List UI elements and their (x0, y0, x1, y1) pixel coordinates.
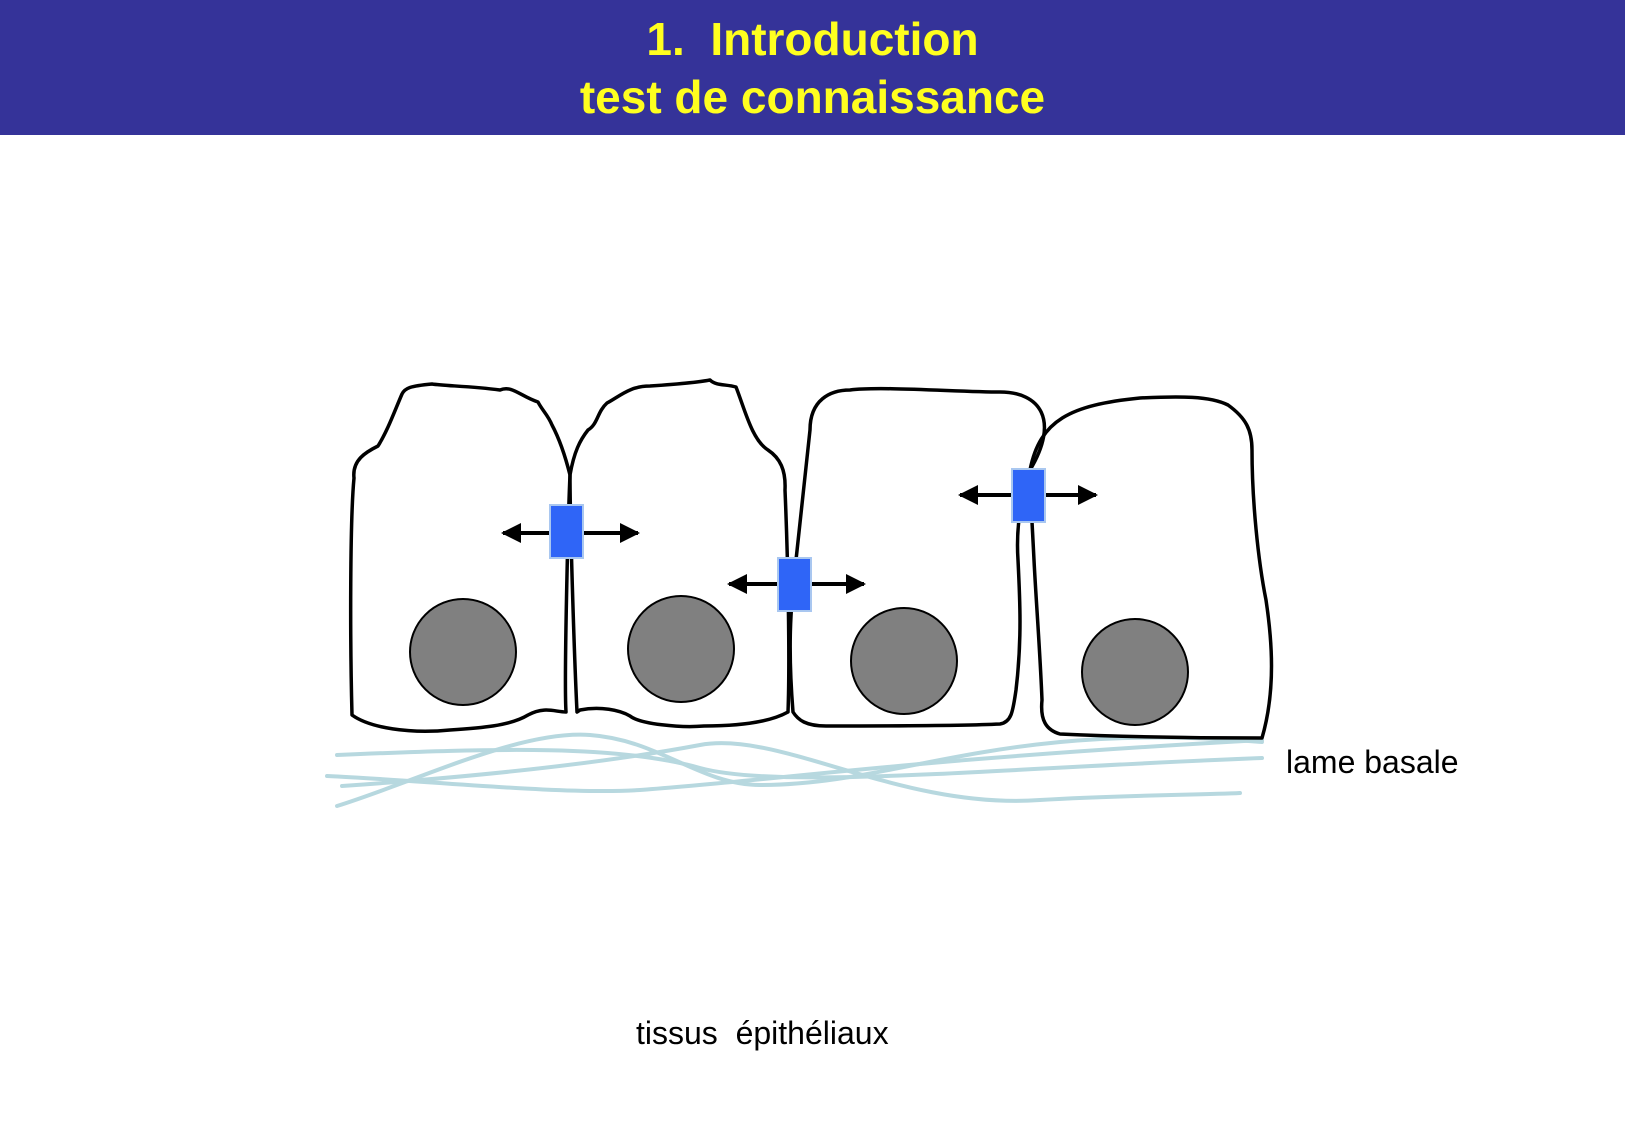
junction-3 (958, 468, 1098, 523)
nucleus (850, 607, 958, 715)
lamina-fiber (325, 738, 1264, 793)
figure-caption: tissus épithéliaux (636, 1015, 889, 1051)
junction-1 (501, 504, 640, 559)
junction-2 (727, 557, 866, 612)
junction-square-icon (1011, 468, 1046, 523)
lamina-fiber (335, 732, 1264, 808)
cell-2 (568, 378, 791, 729)
junction-square-icon (777, 557, 812, 612)
title-bar: 1. Introduction test de connaissance (0, 0, 1625, 135)
slide-title: 1. Introduction (646, 12, 979, 65)
basal-lamina-label: lame basale (1286, 744, 1459, 780)
nuclei (409, 595, 1189, 726)
nucleus (1081, 618, 1189, 726)
nucleus (627, 595, 735, 703)
cell-1 (348, 382, 572, 733)
cell-4 (1028, 395, 1274, 740)
cell-3 (788, 386, 1047, 728)
epithelial-cells (348, 378, 1274, 740)
lamina-fiber (340, 741, 1242, 803)
basal-lamina (325, 732, 1264, 808)
junction-square-icon (549, 504, 584, 559)
slide-subtitle: test de connaissance (579, 70, 1046, 123)
nucleus (409, 598, 517, 706)
